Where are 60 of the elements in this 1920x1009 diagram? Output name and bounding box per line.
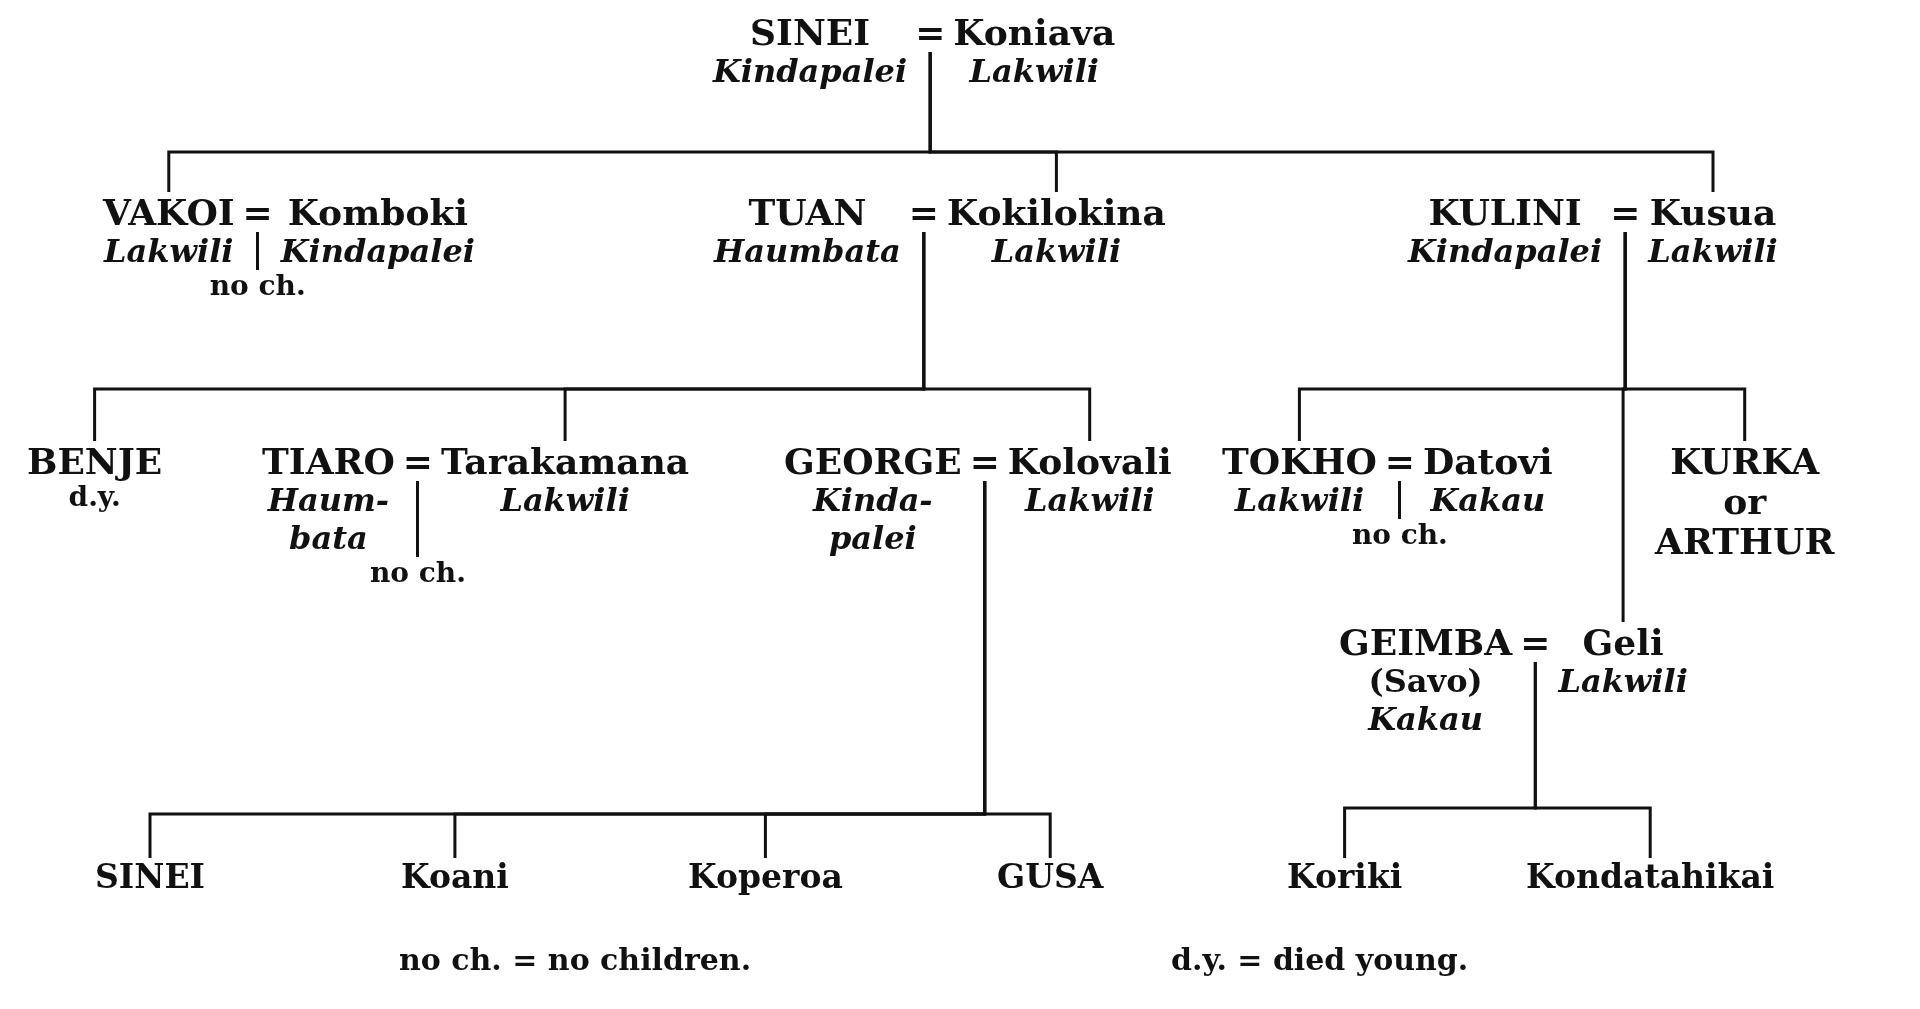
clan-name: Kindapalei	[713, 52, 908, 90]
clan-name: Lakwili	[1234, 481, 1365, 519]
person-name: Komboki	[287, 192, 469, 232]
person-name: TIARO	[262, 441, 395, 481]
person-name: Koperoa	[688, 858, 843, 896]
clan-name: Kakau	[1430, 481, 1546, 519]
clan-name: Lakwili	[969, 52, 1099, 90]
footnote-text: no ch. = no children.	[399, 942, 752, 978]
note-text: no ch.	[209, 270, 306, 302]
person-name: GEIMBA	[1339, 622, 1513, 662]
clan-name: Lakwili	[1025, 481, 1155, 519]
marriage-sign: =	[915, 12, 946, 52]
person-name: Kondatahikai	[1526, 858, 1775, 896]
person-name: BENJE	[27, 441, 163, 481]
person-name: VAKOI	[103, 192, 235, 232]
descent-line	[928, 52, 1715, 192]
descent-line	[1533, 662, 1652, 858]
person-name: Kokilokina	[946, 192, 1166, 232]
marriage-sign: =	[1384, 441, 1415, 481]
person-name: Kusua	[1649, 192, 1777, 232]
clan-name: Kinda-palei	[813, 481, 933, 557]
clan-name: Lakwili	[500, 481, 630, 519]
clan-name: Lakwili	[1558, 662, 1688, 700]
descent-line	[1623, 232, 1747, 441]
marriage-sign: =	[1610, 192, 1641, 232]
person-name: KULINI	[1428, 192, 1582, 232]
descent-line	[922, 232, 1092, 441]
person-name: TOKHO	[1222, 441, 1377, 481]
note-text: no ch.	[369, 557, 466, 589]
marriage-sign: =	[908, 192, 939, 232]
clan-name: Kindapalei	[280, 232, 475, 270]
person-name: GEORGE	[784, 441, 962, 481]
person-name: Koriki	[1287, 858, 1403, 896]
person-name: SINEI	[95, 858, 206, 896]
clan-name: Haumbata	[714, 232, 901, 270]
marriage-sign: =	[1520, 622, 1551, 662]
clan-name: Kindapalei	[1408, 232, 1603, 270]
marriage-sign: =	[969, 441, 1000, 481]
descent-line	[983, 481, 1052, 858]
person-name: KURKA or ARTHUR	[1655, 441, 1835, 561]
clan-name: Lakwili	[104, 232, 234, 270]
person-name: SINEI	[750, 12, 871, 52]
note-text: d.y.	[68, 481, 121, 513]
place-name: (Savo)	[1368, 662, 1483, 700]
clan-name: Haum-bata	[267, 481, 390, 557]
person-name: Koniava	[953, 12, 1116, 52]
clan-name: Lakwili	[991, 232, 1122, 270]
note-text: no ch.	[1351, 519, 1448, 551]
marriage-sign: =	[402, 441, 433, 481]
footnote-text: d.y. = died young.	[1171, 942, 1469, 978]
person-name: Tarakamana	[441, 441, 690, 481]
person-name: Kolovali	[1007, 441, 1172, 481]
person-name: TUAN	[748, 192, 867, 232]
clan-name: Kakau	[1368, 700, 1483, 738]
person-name: Geli	[1582, 622, 1664, 662]
person-name: Datovi	[1423, 441, 1553, 481]
marriage-sign: =	[242, 192, 273, 232]
person-name: GUSA	[997, 858, 1104, 896]
clan-name: Lakwili	[1648, 232, 1778, 270]
person-name: Koani	[401, 858, 509, 896]
